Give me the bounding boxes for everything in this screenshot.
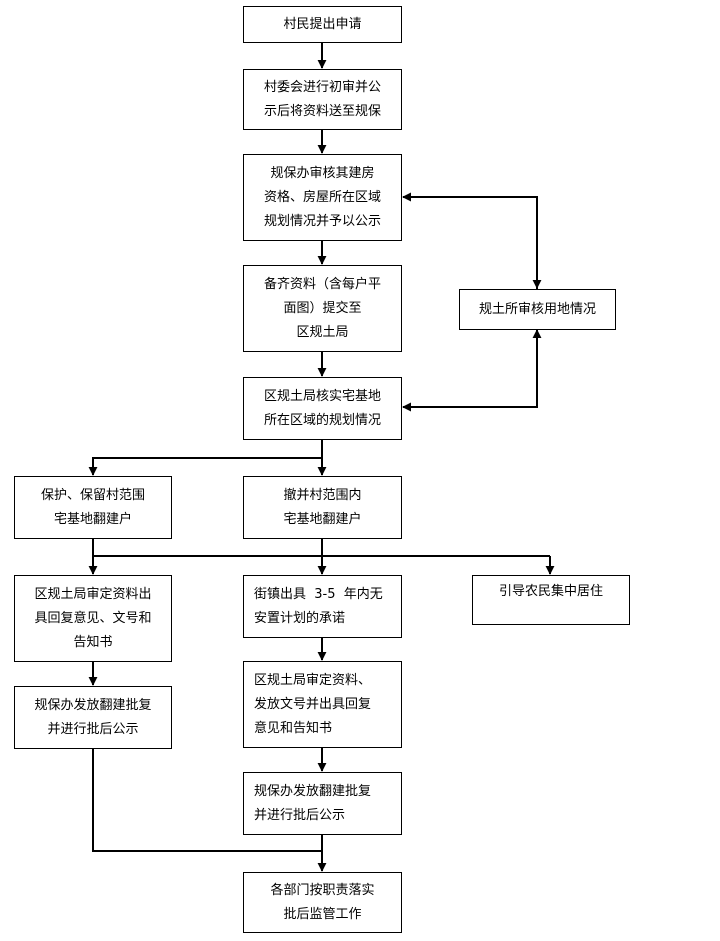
arrow-n5-n7 <box>88 457 322 476</box>
node-guide-relocation: 引导农民集中居住 <box>472 575 630 625</box>
node-town-commitment: 街镇出具 3-5 年内无 安置计划的承诺 <box>243 575 402 638</box>
node-office-issue-middle: 规保办发放翻建批复 并进行批后公示 <box>243 772 402 835</box>
node-office-issue-left: 规保办发放翻建批复 并进行批后公示 <box>14 686 172 749</box>
node-merged-village: 撤并村范围内 宅基地翻建户 <box>243 476 402 539</box>
node-bureau-verify: 区规土局核实宅基地 所在区域的规划情况 <box>243 377 402 440</box>
arrow-n6-n3 <box>402 192 538 289</box>
arrow-n12-n15 <box>92 749 322 852</box>
node-apply: 村民提出申请 <box>243 6 402 43</box>
node-protected-village: 保护、保留村范围 宅基地翻建户 <box>14 476 172 539</box>
arrow-n6-n5 <box>402 330 538 412</box>
node-village-review: 村委会进行初审并公 示后将资料送至规保 <box>243 69 402 130</box>
node-submit-materials: 备齐资料（含每户平 面图）提交至 区规土局 <box>243 265 402 352</box>
node-bureau-approve-left: 区规土局审定资料出 具回复意见、文号和 告知书 <box>14 575 172 662</box>
node-bureau-approve-middle: 区规土局审定资料、 发放文号并出具回复 意见和告知书 <box>243 661 402 748</box>
node-land-office-review: 规土所审核用地情况 <box>459 289 616 330</box>
node-supervision: 各部门按职责落实 批后监管工作 <box>243 872 402 933</box>
node-planning-office-review: 规保办审核其建房 资格、房屋所在区域 规划情况并予以公示 <box>243 154 402 241</box>
